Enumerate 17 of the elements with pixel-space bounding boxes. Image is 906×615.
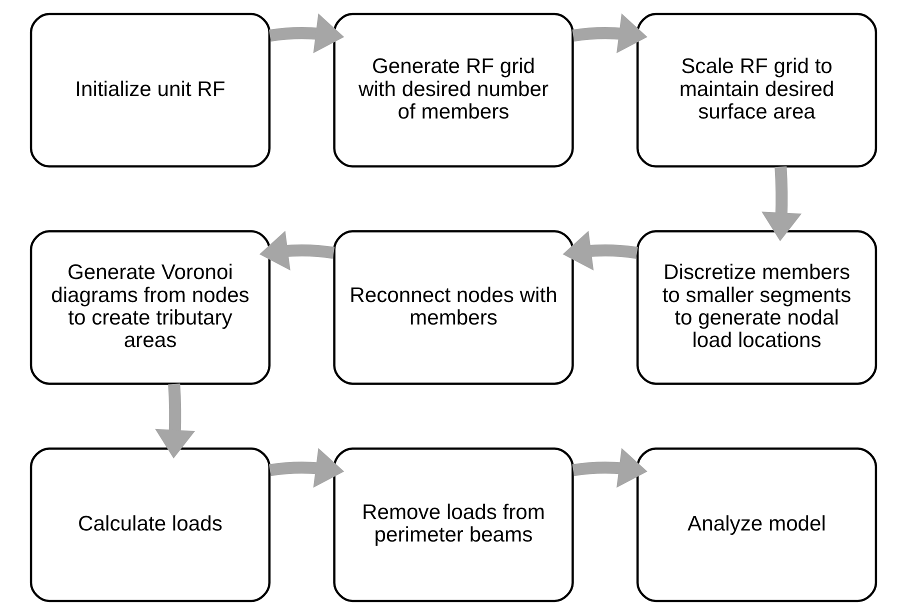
arrow	[268, 13, 344, 54]
arrow	[268, 448, 344, 488]
node-box: Scale RF grid to maintain desired surface area	[636, 12, 877, 168]
arrow	[154, 384, 195, 458]
node-box: Calculate loads	[29, 447, 270, 602]
arrow	[562, 230, 638, 270]
arrow	[572, 448, 647, 488]
arrow	[258, 230, 334, 270]
node-box: Generate Voronoi diagrams from nodes to create tributary areas	[29, 230, 270, 385]
arrow	[572, 13, 647, 54]
node-box: Reconnect nodes with members	[332, 230, 574, 385]
node-box: Discretize members to smaller segments to generate nodal load locations	[636, 230, 877, 385]
node-box: Initialize unit RF	[29, 12, 270, 168]
node-box: Analyze model	[636, 447, 877, 602]
node-box: Generate RF grid with desired number of members	[332, 12, 574, 168]
node-box: Remove loads from perimeter beams	[332, 447, 574, 602]
arrow	[761, 166, 802, 242]
